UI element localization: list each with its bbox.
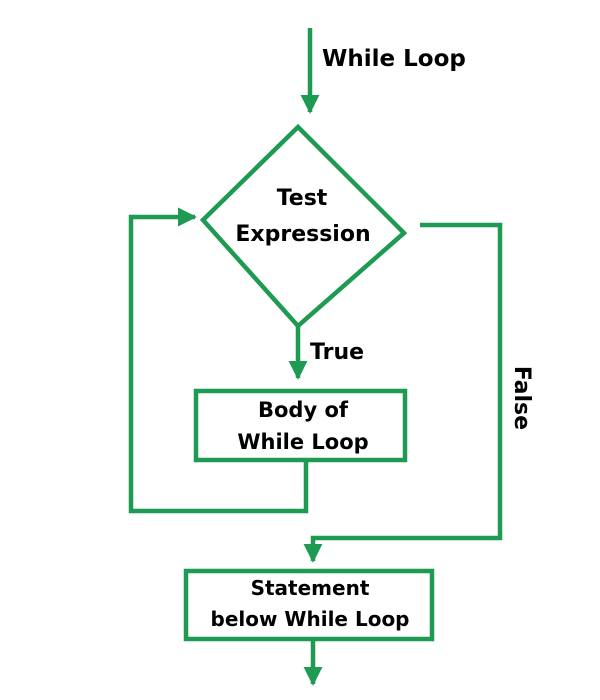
body-line2: While Loop xyxy=(237,430,368,454)
true-label: True xyxy=(310,340,364,365)
loop-back-arrow xyxy=(128,207,309,514)
decision-line2: Expression xyxy=(235,222,370,247)
decision-line1: Test xyxy=(277,186,328,211)
statement-below-loop-box xyxy=(183,568,435,642)
exit-line2: below While Loop xyxy=(211,607,410,631)
entry-label: While Loop xyxy=(322,46,466,72)
false-label: False xyxy=(509,366,534,430)
exit-line1: Statement xyxy=(251,576,370,600)
loop-body-box xyxy=(193,388,408,463)
body-line1: Body of xyxy=(258,398,349,422)
false-arrow xyxy=(303,222,503,563)
